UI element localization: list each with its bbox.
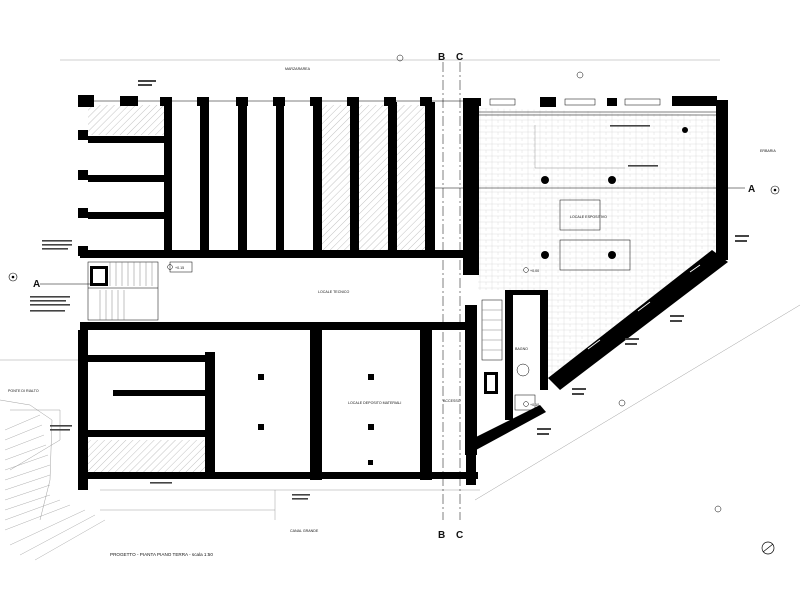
level-l3: +0.15 bbox=[175, 266, 184, 270]
canal-edge-lines bbox=[60, 59, 800, 520]
service-area bbox=[481, 299, 536, 411]
left-block-walls bbox=[78, 95, 478, 490]
section-b-bottom: B bbox=[438, 530, 445, 541]
section-c-top: C bbox=[456, 52, 463, 63]
scale-bar bbox=[761, 541, 775, 555]
section-line-b: B B bbox=[438, 52, 445, 541]
level-l1: +0.00 bbox=[530, 269, 539, 273]
annotation-tags bbox=[30, 80, 749, 500]
corridor-stairs bbox=[87, 261, 193, 321]
bath-label: BAGNO bbox=[515, 347, 528, 351]
section-a-right: A bbox=[748, 184, 755, 195]
section-c-bottom: C bbox=[456, 530, 463, 541]
shop-label: LOCALE ESPOSITIVO bbox=[570, 215, 607, 219]
hatched-area bbox=[320, 105, 428, 253]
level-l2: +0.10 bbox=[530, 403, 539, 407]
canal-north-label: MARZARAREA bbox=[285, 67, 311, 71]
shop-light-fixtures bbox=[534, 125, 688, 271]
right-block-walls bbox=[463, 96, 728, 485]
canal-east-label: ERBARIA bbox=[760, 149, 776, 153]
diagonal-windows bbox=[587, 264, 701, 350]
tiled-floor bbox=[478, 108, 718, 385]
canal-south-label: CANAL GRANDE bbox=[290, 529, 319, 533]
hatched-area bbox=[88, 440, 208, 475]
hatched-area bbox=[88, 105, 168, 135]
compass-markers bbox=[8, 54, 780, 513]
storage-label: LOCALE DEPOSITO MATERIALI bbox=[348, 401, 401, 405]
bridge-label: PONTE DI RIALTO bbox=[8, 389, 39, 393]
ponte-di-rialto-outline bbox=[0, 359, 106, 561]
section-a-left: A bbox=[33, 279, 40, 290]
north-windows bbox=[489, 98, 661, 106]
section-b-top: B bbox=[438, 52, 445, 63]
corridor-label: LOCALE TECNICO bbox=[318, 290, 349, 294]
access-label: ACCESSO bbox=[443, 399, 461, 403]
section-line-a: A A bbox=[33, 184, 755, 290]
drawing-title: PROGETTO - PIANTA PIANO TERRA - scala 1:… bbox=[110, 552, 213, 557]
level-markers: +0.00 +0.10 +0.15 bbox=[167, 264, 539, 407]
section-line-c: C C bbox=[456, 52, 463, 541]
